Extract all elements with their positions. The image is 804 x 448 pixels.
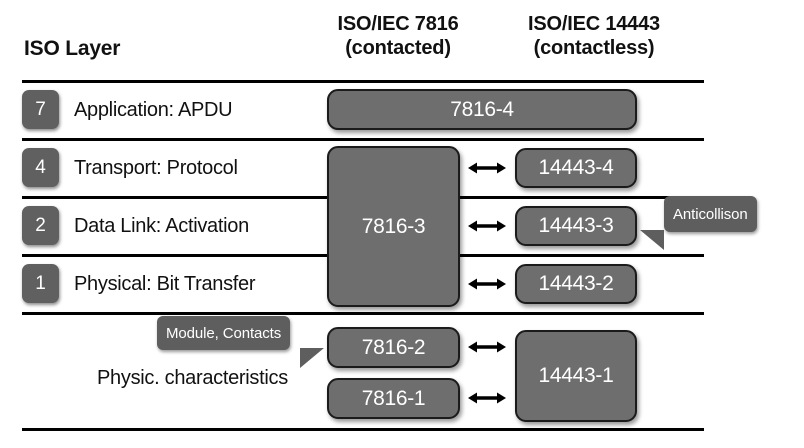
- bidirectional-arrow-icon-layer2: [468, 218, 506, 234]
- column-header-iso-14443: ISO/IEC 14443 (contactless): [490, 12, 698, 61]
- row-divider-1: [22, 138, 704, 141]
- box-7816-3: 7816-3: [327, 146, 460, 307]
- box-14443-2: 14443-2: [515, 264, 637, 304]
- bidirectional-arrow-icon-layer4: [468, 160, 506, 176]
- row-label-transport: Transport: Protocol: [74, 157, 238, 179]
- row-label-application: Application: APDU: [74, 99, 233, 121]
- bidirectional-arrow-icon-7816-1: [468, 390, 506, 406]
- callout-anticollison-label: Anticollison: [664, 196, 757, 232]
- callout-anticollison-tail: [640, 230, 664, 250]
- row-label-physical: Physical: Bit Transfer: [74, 273, 256, 295]
- layer-badge-2: 2: [22, 206, 59, 245]
- box-7816-2: 7816-2: [327, 327, 460, 368]
- row-divider-top: [22, 80, 704, 83]
- callout-module-contacts-tail: [300, 348, 324, 368]
- column-header-iso-7816-line2: (contacted): [345, 37, 451, 60]
- bidirectional-arrow-icon-7816-2: [468, 339, 506, 355]
- column-header-iso-layer: ISO Layer: [24, 37, 121, 60]
- row-divider-4: [22, 312, 704, 315]
- callout-module-contacts-label: Module, Contacts: [157, 316, 291, 350]
- column-header-iso-7816: ISO/IEC 7816 (contacted): [300, 12, 496, 61]
- box-14443-1: 14443-1: [515, 330, 637, 422]
- layer-badge-1: 1: [22, 264, 59, 303]
- column-header-iso-7816-line1: ISO/IEC 7816: [337, 13, 459, 35]
- bidirectional-arrow-icon-layer1: [468, 276, 506, 292]
- row-divider-bottom: [22, 428, 704, 431]
- column-header-iso-14443-line1: ISO/IEC 14443: [528, 13, 660, 35]
- box-7816-1: 7816-1: [327, 378, 460, 419]
- column-header-iso-14443-line2: (contactless): [533, 37, 655, 60]
- row-label-data-link: Data Link: Activation: [74, 215, 249, 237]
- row-label-physic-characteristics: Physic. characteristics: [97, 367, 288, 389]
- layer-badge-4: 4: [22, 148, 59, 187]
- box-14443-3: 14443-3: [515, 206, 637, 246]
- layer-badge-7: 7: [22, 90, 59, 129]
- box-14443-4: 14443-4: [515, 148, 637, 188]
- box-7816-4: 7816-4: [327, 89, 637, 130]
